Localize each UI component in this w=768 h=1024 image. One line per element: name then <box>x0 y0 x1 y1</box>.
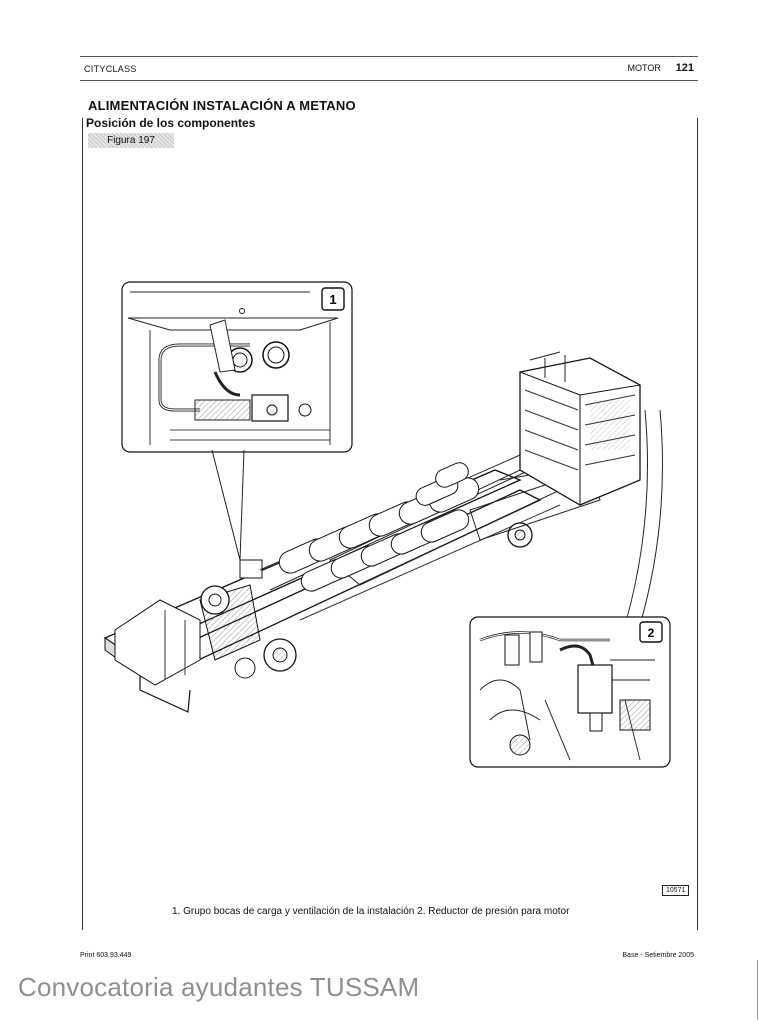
figure-caption: 1. Grupo bocas de carga y ventilación de… <box>172 906 570 917</box>
page-number: 121 <box>675 62 694 74</box>
methane-cylinders <box>278 462 480 592</box>
detail-1-inset: 1 <box>121 281 353 453</box>
callout-2-label: 2 <box>648 626 655 640</box>
detail-2-inset: 2 <box>469 616 671 768</box>
figure-label: Figura 197 <box>88 133 174 148</box>
header-right: MOTOR 121 <box>628 62 694 74</box>
bus-chassis <box>103 351 641 713</box>
footer-print-code: Print 603.93.449 <box>80 952 132 959</box>
left-margin-bar <box>82 118 83 930</box>
rear-engine-module <box>519 351 641 506</box>
page-subtitle: Posición de los componentes <box>86 116 256 130</box>
footer-edition: Base - Setiembre 2005 <box>622 952 694 959</box>
figure-reference-code: 10571 <box>662 885 690 896</box>
header-bottom-rule <box>80 80 698 81</box>
header-section: MOTOR <box>627 63 661 73</box>
right-margin-bar <box>697 118 698 930</box>
leader-line-2 <box>624 409 663 626</box>
header-book-title: CITYCLASS <box>84 64 137 74</box>
callout-1-label: 1 <box>329 292 336 307</box>
leader-line-1 <box>211 449 245 561</box>
page-edge-line <box>757 960 758 1020</box>
watermark-text: Convocatoria ayudantes TUSSAM <box>18 972 420 1002</box>
page-title: ALIMENTACIÓN INSTALACIÓN A METANO <box>88 98 356 113</box>
header-top-rule <box>80 56 698 57</box>
